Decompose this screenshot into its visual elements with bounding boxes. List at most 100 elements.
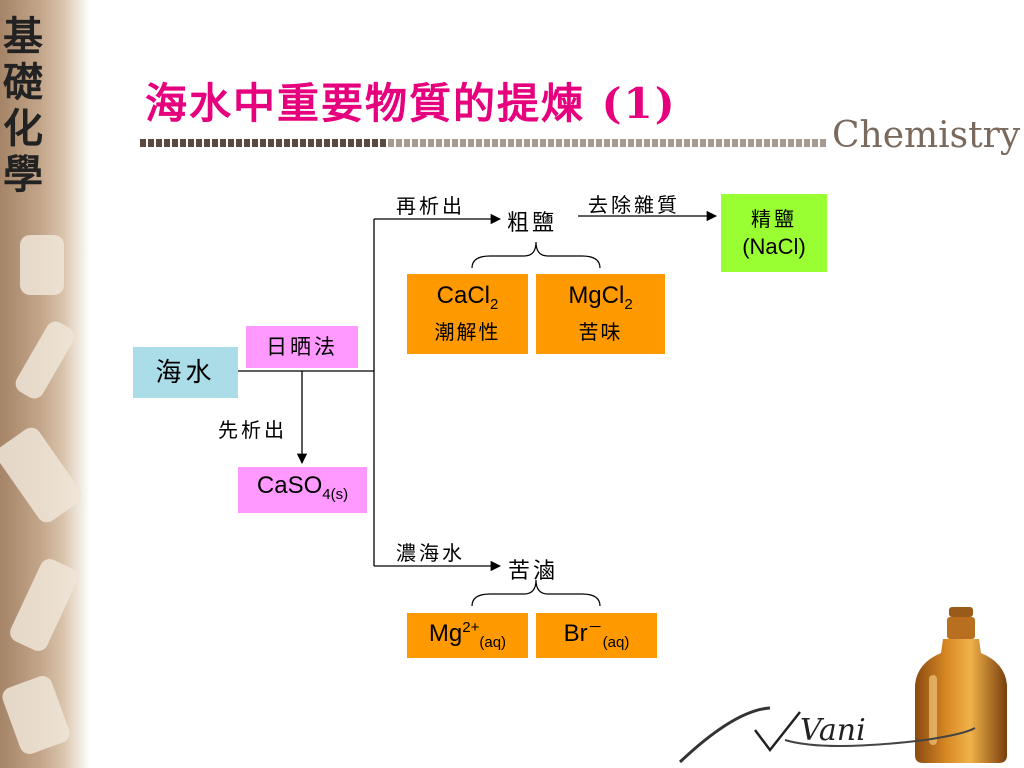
rule-square	[804, 139, 810, 147]
refined-salt-line1: 精鹽	[751, 207, 797, 231]
rule-square	[812, 139, 818, 147]
rule-square	[588, 139, 594, 147]
refined-salt-node: 精鹽 (NaCl)	[721, 194, 827, 272]
rule-square	[580, 139, 586, 147]
rule-square	[276, 139, 282, 147]
sidebar-title-char: 基	[3, 13, 43, 60]
rule-square	[364, 139, 370, 147]
cacl2-formula: CaCl2	[437, 282, 499, 319]
rule-square	[284, 139, 290, 147]
rule-square	[156, 139, 162, 147]
rule-square	[732, 139, 738, 147]
rule-square	[260, 139, 266, 147]
remove-impurities-label: 去除雜質	[588, 193, 680, 217]
rule-square	[628, 139, 634, 147]
rule-square	[212, 139, 218, 147]
crude-salt-label: 粗鹽	[507, 211, 558, 236]
rule-square	[316, 139, 322, 147]
rule-square	[620, 139, 626, 147]
rule-square	[772, 139, 778, 147]
rule-square	[780, 139, 786, 147]
rule-square	[348, 139, 354, 147]
mg-ion-main: Mg	[428, 620, 463, 648]
rule-square	[724, 139, 730, 147]
rule-square	[420, 139, 426, 147]
rule-square	[604, 139, 610, 147]
rule-square	[140, 139, 146, 147]
signature-text: Vani	[800, 713, 866, 748]
mg-ion-charge: 2+	[462, 619, 480, 637]
rule-square	[180, 139, 186, 147]
left-decorative-band	[0, 0, 90, 768]
bittern-label: 苦滷	[508, 559, 559, 584]
caso4-subscript: 4(s)	[322, 485, 349, 503]
cacl2-description: 潮解性	[434, 320, 501, 345]
rule-square	[436, 139, 442, 147]
header-dotted-rule	[140, 139, 826, 147]
rule-square	[396, 139, 402, 147]
rule-square	[324, 139, 330, 147]
rule-square	[484, 139, 490, 147]
rule-square	[692, 139, 698, 147]
mgcl2-node: MgCl2 苦味	[536, 274, 665, 354]
crude-salt-brace	[471, 241, 601, 269]
rule-square	[196, 139, 202, 147]
rule-square	[340, 139, 346, 147]
mg-ion-state: (aq)	[479, 633, 507, 651]
rule-square	[508, 139, 514, 147]
rule-square	[700, 139, 706, 147]
rule-square	[516, 139, 522, 147]
rule-square	[788, 139, 794, 147]
rule-square	[252, 139, 258, 147]
cacl2-node: CaCl2 潮解性	[407, 274, 528, 354]
rule-square	[268, 139, 274, 147]
refined-salt-line2: (NaCl)	[742, 234, 806, 259]
rule-square	[660, 139, 666, 147]
br-ion-main: Br	[563, 620, 588, 648]
page-title: 海水中重要物質的提煉 (1)	[145, 79, 677, 128]
rule-square	[220, 139, 226, 147]
br-ion-node: Br－(aq)	[536, 613, 657, 658]
brand-text: Chemistry	[832, 115, 1021, 156]
bottle-icon	[915, 607, 1007, 763]
rule-square	[476, 139, 482, 147]
evaporation-method-node: 日晒法	[246, 326, 358, 368]
rule-square	[668, 139, 674, 147]
rule-square	[764, 139, 770, 147]
sidebar-title-char: 化	[3, 105, 43, 152]
rule-square	[492, 139, 498, 147]
rule-square	[796, 139, 802, 147]
sidebar-title-char: 礎	[3, 59, 43, 106]
caso4-main: CaSO	[256, 471, 323, 499]
br-ion-state: (aq)	[602, 633, 630, 651]
rule-square	[820, 139, 826, 147]
rule-square	[748, 139, 754, 147]
rule-square	[332, 139, 338, 147]
rule-square	[676, 139, 682, 147]
rule-square	[388, 139, 394, 147]
rule-square	[468, 139, 474, 147]
rule-square	[236, 139, 242, 147]
rule-square	[532, 139, 538, 147]
br-ion-charge: －	[587, 619, 603, 637]
rule-square	[308, 139, 314, 147]
mg-ion-formula: Mg2+(aq)	[429, 614, 506, 657]
rule-square	[548, 139, 554, 147]
rule-square	[452, 139, 458, 147]
bittern-brace	[471, 579, 601, 607]
rule-square	[292, 139, 298, 147]
mgcl2-main: MgCl	[568, 281, 625, 309]
seawater-node: 海水	[133, 347, 238, 398]
rule-square	[636, 139, 642, 147]
concentrated-seawater-label: 濃海水	[396, 541, 465, 565]
rule-square	[404, 139, 410, 147]
caso4-node: CaSO4(s)	[238, 467, 367, 513]
rule-square	[540, 139, 546, 147]
cacl2-subscript: 2	[490, 295, 499, 313]
rule-square	[596, 139, 602, 147]
mgcl2-formula: MgCl2	[568, 282, 632, 319]
rule-square	[572, 139, 578, 147]
rule-square	[164, 139, 170, 147]
rule-square	[740, 139, 746, 147]
